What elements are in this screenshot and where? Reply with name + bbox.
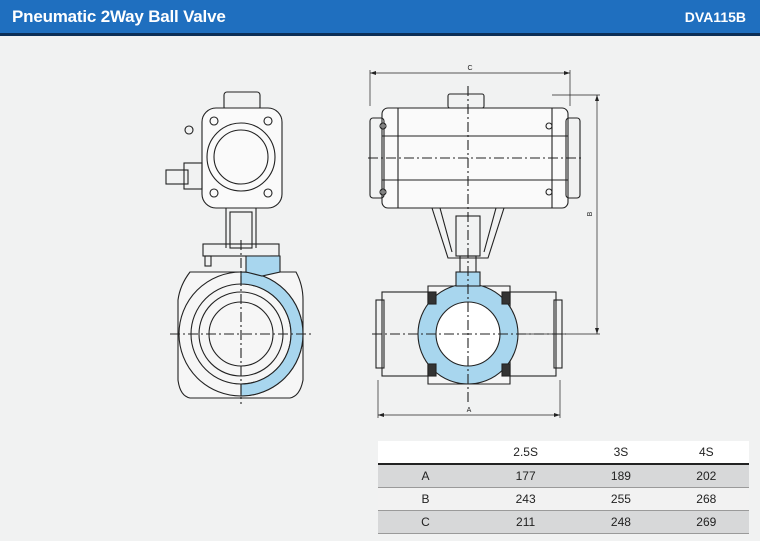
left-valve-body — [170, 240, 312, 404]
table-cell: 189 — [578, 464, 664, 488]
dim-label-b: B — [587, 211, 594, 216]
table-header-cell: 3S — [578, 441, 664, 465]
page-title: Pneumatic 2Way Ball Valve — [12, 7, 226, 26]
model-code: DVA115B — [684, 9, 746, 25]
row-label: A — [378, 464, 473, 488]
valve-drawing: C B A — [165, 65, 600, 418]
table-row: A 177 189 202 — [378, 464, 749, 488]
dim-label-a: A — [467, 407, 472, 414]
dimension-lines — [369, 70, 600, 418]
dimension-arrows — [370, 71, 599, 417]
table-cell: 248 — [578, 510, 664, 534]
dim-label-c: C — [467, 65, 472, 72]
table-row: C 211 248 269 — [378, 510, 749, 534]
table-cell: 268 — [663, 487, 749, 511]
table-header-cell: 2.5S — [473, 441, 579, 465]
row-label: C — [378, 510, 473, 534]
right-valve-body — [372, 86, 566, 404]
table-cell: 269 — [663, 510, 749, 534]
table-cell: 211 — [473, 510, 579, 534]
table-row: B 243 255 268 — [378, 487, 749, 511]
table-cell: 243 — [473, 487, 579, 511]
right-actuator — [368, 93, 582, 277]
table-header-cell — [378, 441, 473, 465]
dimension-table: 2.5S 3S 4S A 177 189 202 B 243 255 268 C… — [378, 441, 749, 534]
table-header-cell: 4S — [663, 441, 749, 465]
header-bar: Pneumatic 2Way Ball Valve DVA115B — [0, 0, 760, 36]
left-actuator — [165, 91, 283, 267]
table-cell: 202 — [663, 464, 749, 488]
table-header-row: 2.5S 3S 4S — [378, 441, 749, 465]
row-label: B — [378, 487, 473, 511]
table-cell: 177 — [473, 464, 579, 488]
table-cell: 255 — [578, 487, 664, 511]
